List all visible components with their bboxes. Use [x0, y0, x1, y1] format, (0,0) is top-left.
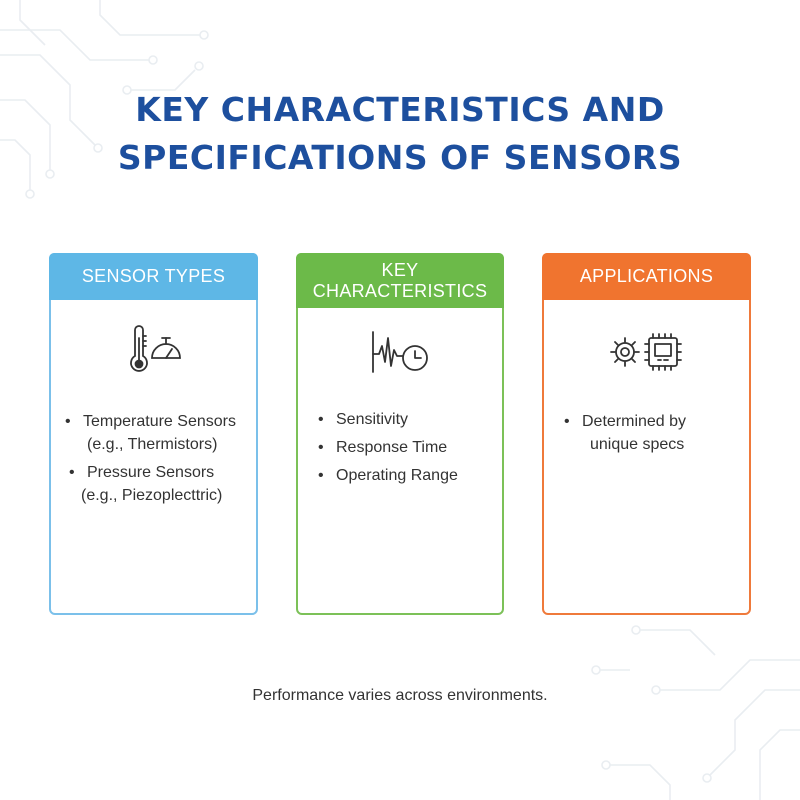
key-characteristics-card: KEY CHARACTERISTICS • Sensitivity • Resp…	[296, 253, 504, 615]
list-item: • Pressure Sensors (e.g., Piezoplecttric…	[51, 461, 256, 507]
item-sub: (e.g., Piezoplecttric)	[81, 487, 223, 504]
waveform-clock-icon	[298, 324, 502, 380]
gear-chip-icon	[544, 324, 749, 380]
item-main: Determined by	[582, 413, 687, 430]
item-main: Response Time	[336, 439, 448, 456]
circuit-decoration-bottom-right	[591, 625, 800, 800]
list-item: • Temperature Sensors (e.g., Thermistors…	[51, 410, 256, 456]
bullet-dot: •	[69, 464, 75, 481]
page-title: KEY CHARACTERISTICS AND SPECIFICATIONS O…	[0, 86, 800, 182]
title-line-2: SPECIFICATIONS OF SENSORS	[117, 138, 683, 177]
item-main: Pressure Sensors	[87, 464, 215, 481]
header-line-2: CHARACTERISTICS	[312, 280, 488, 301]
list-item: • Sensitivity	[298, 408, 502, 431]
sensor-types-card: SENSOR TYPES • Temperature Sensors (e.g.…	[49, 253, 258, 615]
bullet-dot: •	[318, 411, 324, 428]
header-line-1: KEY	[381, 259, 419, 280]
list-item: • Determined by unique specs	[544, 410, 749, 456]
item-sub: unique specs	[590, 436, 685, 453]
applications-list: • Determined by unique specs	[544, 410, 749, 456]
card-header: APPLICATIONS	[542, 253, 751, 300]
item-main: Operating Range	[336, 467, 458, 484]
card-header: SENSOR TYPES	[49, 253, 258, 300]
characteristics-list: • Sensitivity • Response Time • Operatin…	[298, 408, 502, 487]
bullet-dot: •	[318, 439, 324, 456]
thermometer-gauge-icon	[51, 324, 256, 380]
card-header: KEY CHARACTERISTICS	[296, 253, 504, 308]
applications-card: APPLICATIONS • Determined by unique spec…	[542, 253, 751, 615]
item-main: Sensitivity	[336, 411, 409, 428]
list-item: • Response Time	[298, 436, 502, 459]
footer-note: Performance varies across environments.	[252, 687, 548, 704]
bullet-dot: •	[65, 413, 71, 430]
item-sub: (e.g., Thermistors)	[87, 436, 218, 453]
bullet-dot: •	[564, 413, 570, 430]
sensor-types-list: • Temperature Sensors (e.g., Thermistors…	[51, 410, 256, 507]
item-main: Temperature Sensors	[83, 413, 236, 430]
bullet-dot: •	[318, 467, 324, 484]
title-line-1: KEY CHARACTERISTICS AND	[135, 90, 665, 129]
list-item: • Operating Range	[298, 464, 502, 487]
